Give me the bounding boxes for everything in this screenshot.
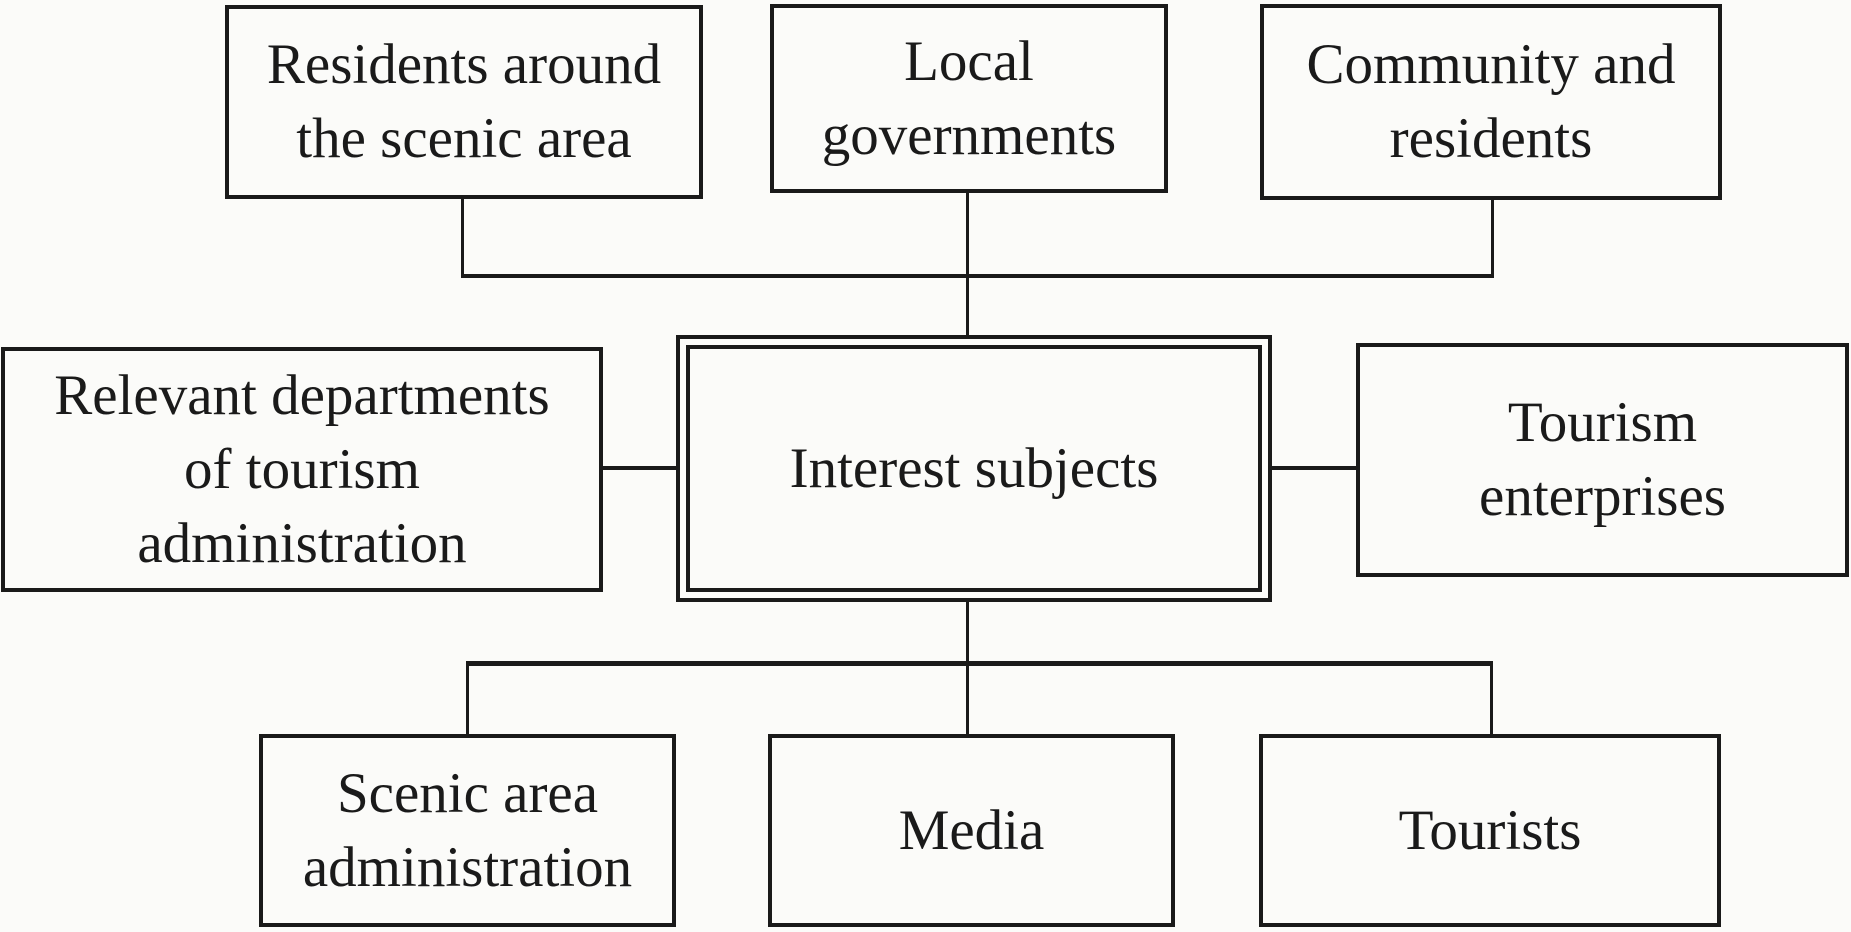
connector-interest-subjects-to-bottom-bus (966, 600, 969, 664)
node-community-and-residents: Community and residents (1260, 4, 1722, 200)
node-local-governments: Local governments (770, 4, 1168, 193)
node-residents-around-scenic-area: Residents around the scenic area (225, 5, 703, 199)
connector-community-to-top-bus (1491, 197, 1494, 277)
node-scenic-area-administration: Scenic area administration (259, 734, 676, 927)
node-tourists: Tourists (1259, 734, 1721, 927)
connector-bottom-bus-to-media (966, 661, 969, 736)
node-interest-subjects: Interest subjects (676, 335, 1272, 602)
node-media: Media (768, 734, 1175, 927)
connector-interest-subjects-to-tourism-enterprises (1270, 466, 1358, 470)
connector-top-bus (461, 274, 1494, 278)
interest-subjects-inner-frame: Interest subjects (686, 345, 1262, 592)
connector-bottom-bus (466, 661, 1493, 666)
connector-local-governments-to-interest-subjects (966, 191, 969, 337)
connector-bottom-bus-to-tourists (1490, 661, 1493, 736)
connector-residents-to-top-bus (461, 197, 464, 277)
connector-bottom-bus-to-scenic-area-administration (466, 661, 469, 736)
node-tourism-enterprises: Tourism enterprises (1356, 343, 1849, 577)
node-relevant-departments-tourism-administration: Relevant departments of tourism administ… (1, 347, 603, 592)
connector-relevant-departments-to-interest-subjects (601, 466, 678, 470)
